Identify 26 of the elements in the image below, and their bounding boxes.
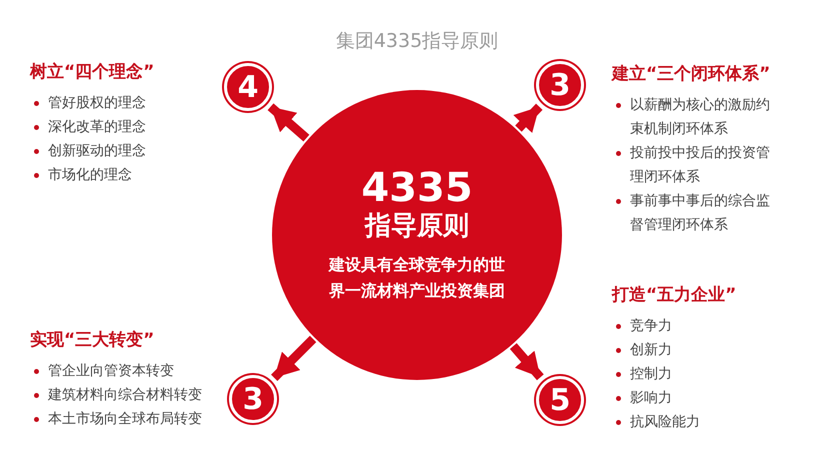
number-circle: 5 [536,376,584,424]
arrow [513,104,543,134]
bullet-item: 市场化的理念 [30,163,230,187]
bullet-item: 创新驱动的理念 [30,139,230,163]
bullet-item: 投前投中投后的投资管理闭环体系 [612,141,772,189]
section-heading: 实现“三大转变” [30,329,156,351]
arrow [510,343,544,380]
bullet-item: 抗风险能力 [612,410,812,434]
number-circle: 3 [536,61,584,109]
bullet-item: 控制力 [612,362,812,386]
bullet-item: 竞争力 [612,314,812,338]
bullet-item: 创新力 [612,338,812,362]
circle-text: 建设具有全球竞争力的世界一流材料产业投资集团 [327,254,506,302]
section-heading: 树立“四个理念” [30,61,156,83]
diagram-title: 集团4335指导原则 [334,29,500,54]
bullet-item: 深化改革的理念 [30,115,230,139]
bullet-item: 影响力 [612,386,812,410]
arrow [268,103,310,142]
bullet-item: 以薪酬为核心的激励约束机制闭环体系 [612,93,772,141]
arrow [271,336,316,381]
section-heading: 打造“五力企业” [612,284,738,306]
number-circle: 4 [224,63,272,111]
circle-heading: 指导原则 [365,210,469,242]
circle-number: 4335 [361,166,473,210]
section-heading: 建立“三个闭环体系” [612,63,772,85]
bullet-item: 事前事中事后的综合监督管理闭环体系 [612,189,772,237]
